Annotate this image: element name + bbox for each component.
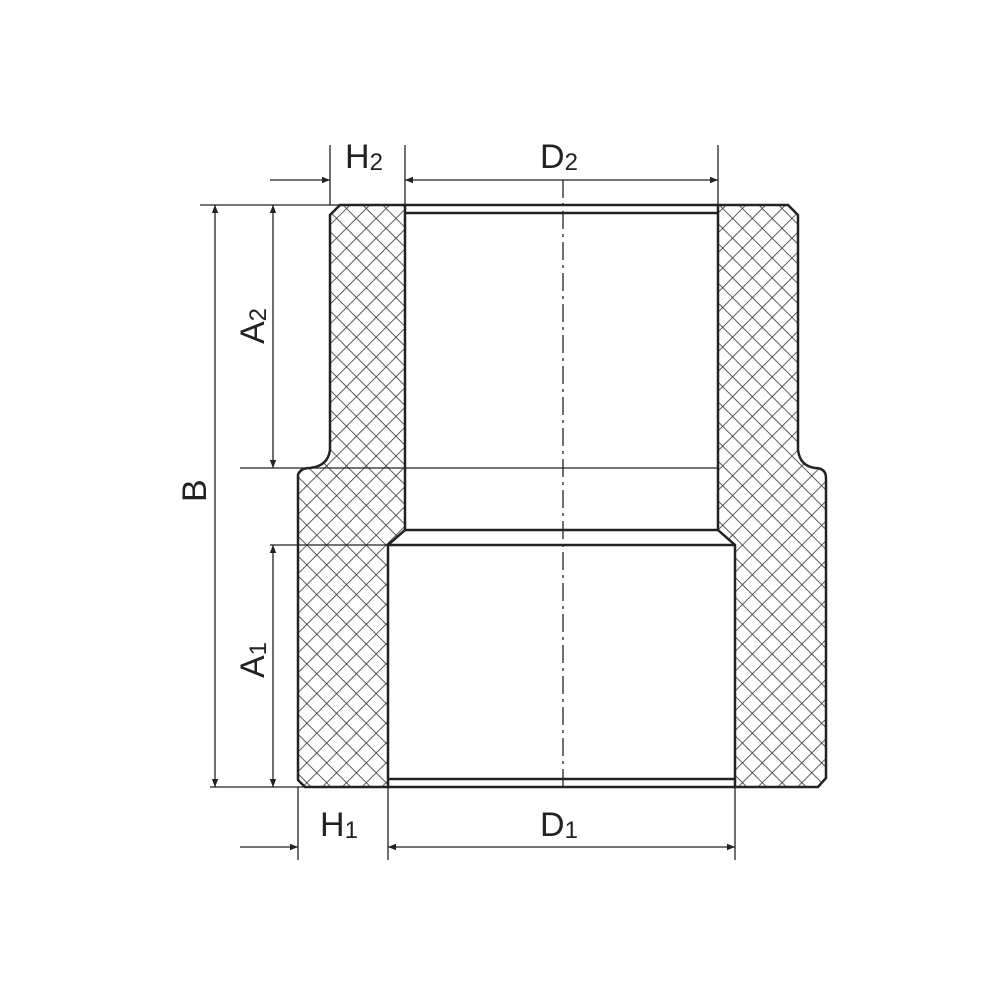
label-d2: D2 xyxy=(540,138,578,176)
label-d1: D1 xyxy=(540,806,578,844)
label-a1: A1 xyxy=(234,642,272,678)
label-h2: H2 xyxy=(345,138,383,176)
label-b: B xyxy=(176,479,214,502)
label-h1: H1 xyxy=(320,806,358,844)
outline-lines xyxy=(200,145,736,860)
right-wall-section xyxy=(716,203,828,789)
dimension-lines xyxy=(211,176,735,851)
label-a2: A2 xyxy=(234,308,272,344)
left-wall-section xyxy=(296,203,407,789)
